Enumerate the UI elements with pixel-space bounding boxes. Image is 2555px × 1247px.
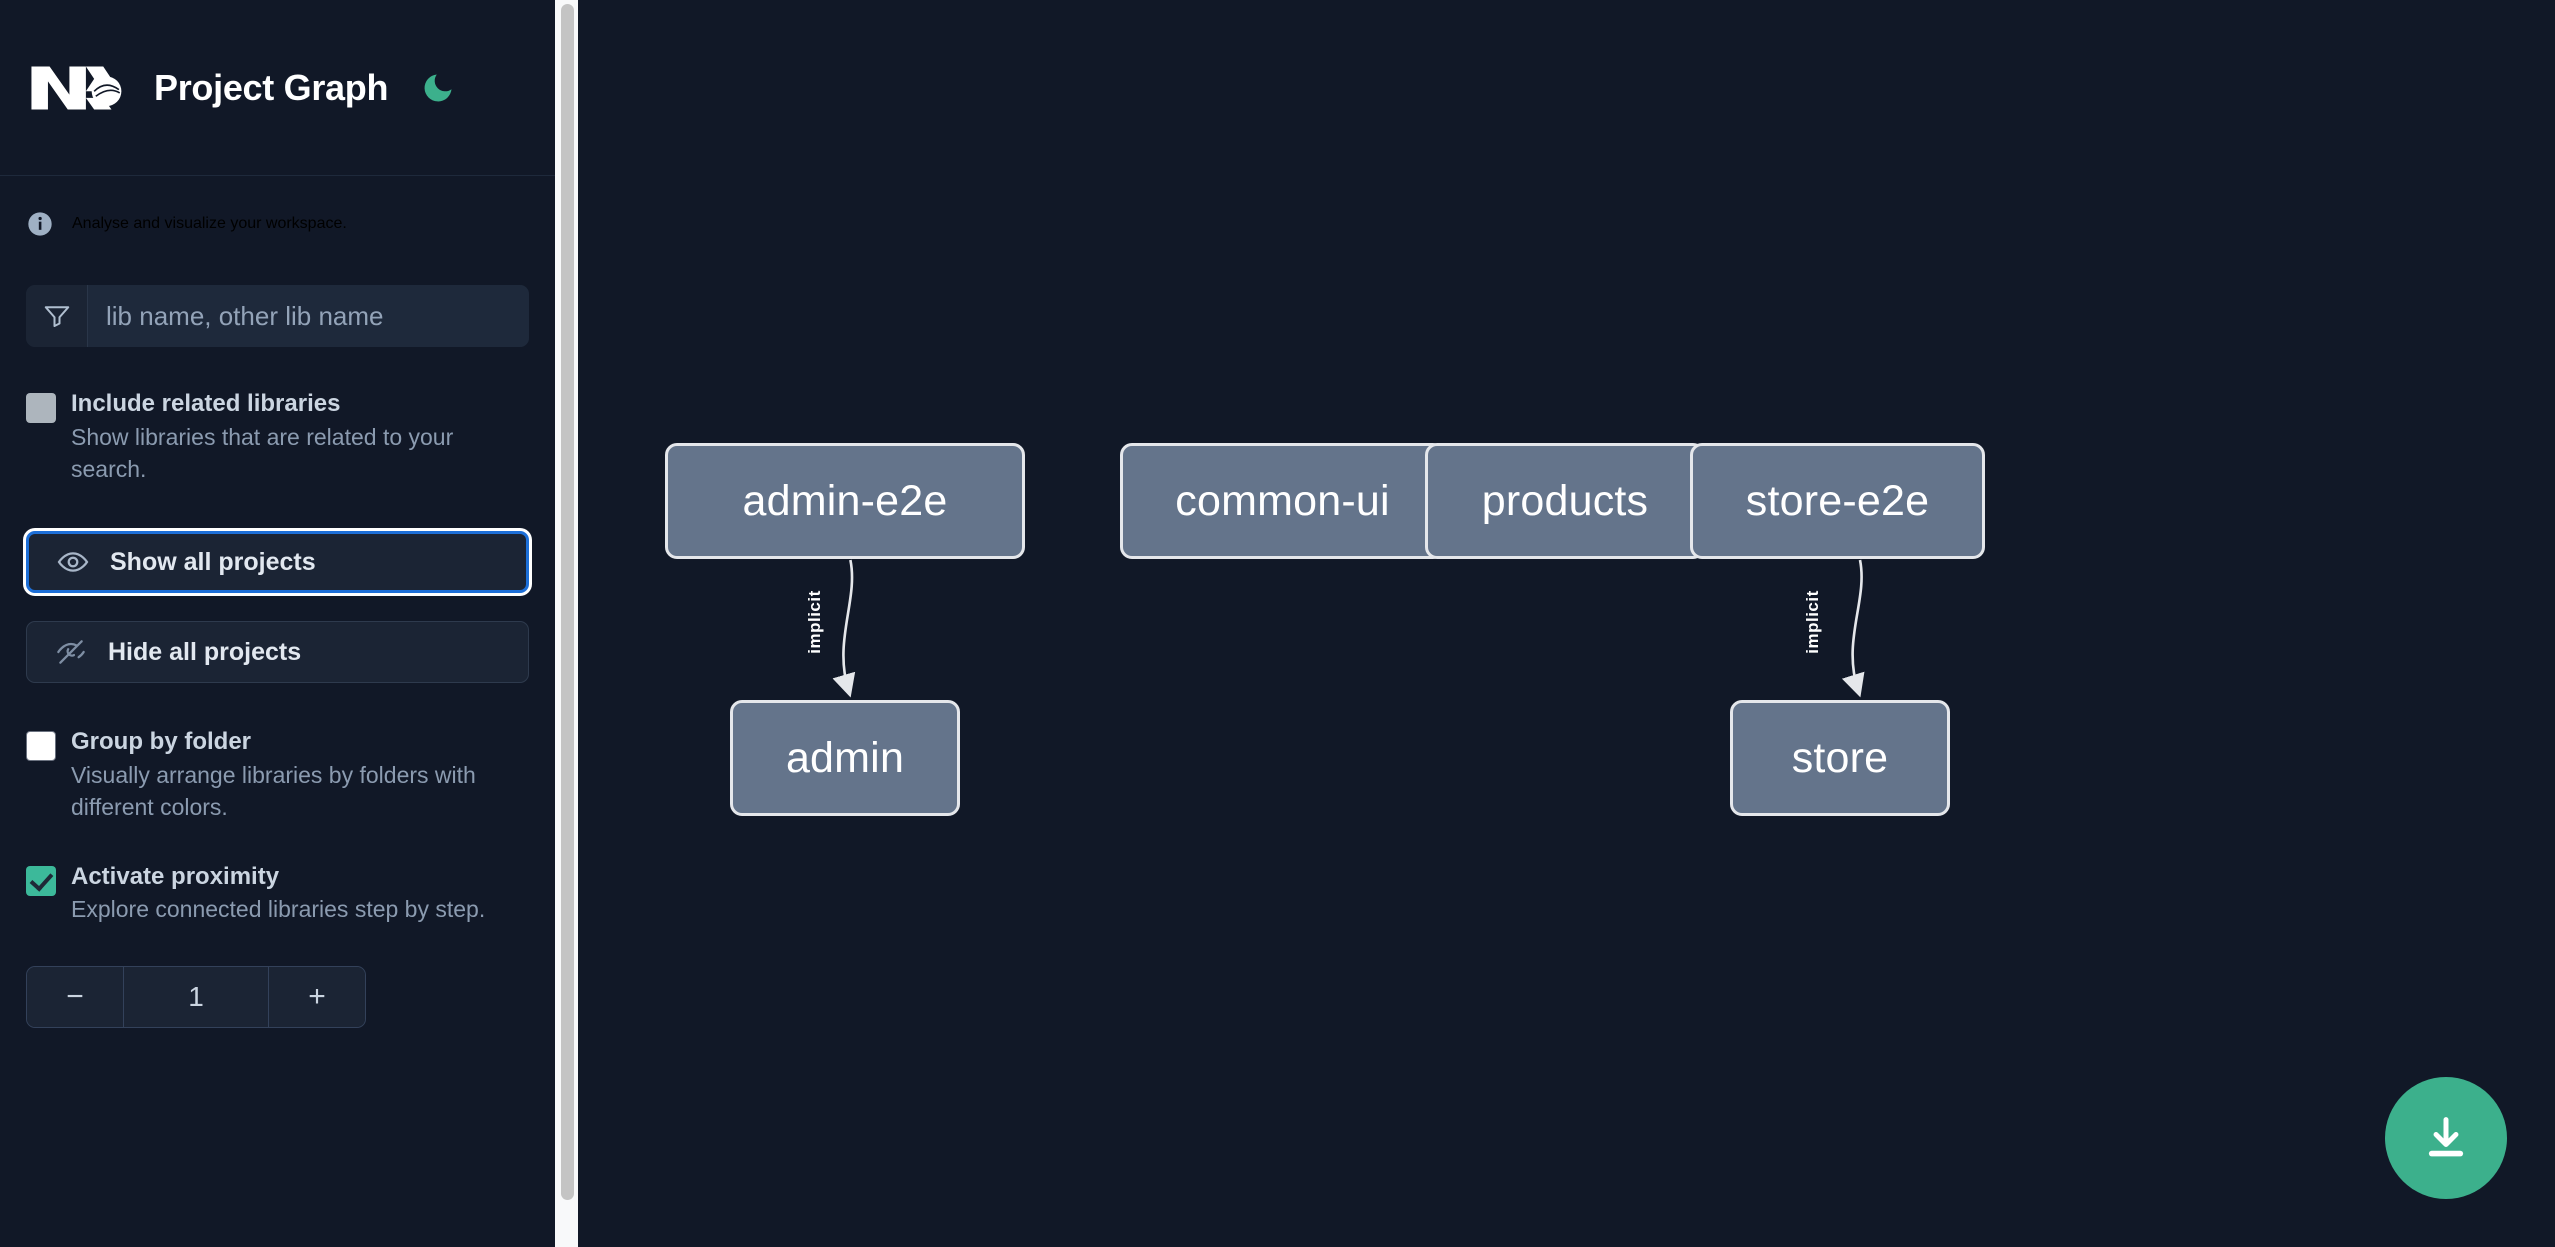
include-related-libraries-checkbox[interactable] bbox=[26, 393, 56, 423]
graph-node-admin-e2e[interactable]: admin-e2e bbox=[665, 443, 1025, 559]
download-graph-button[interactable] bbox=[2385, 1077, 2507, 1199]
show-all-projects-button[interactable]: Show all projects bbox=[26, 531, 529, 594]
option-group-by-folder[interactable]: Group by folder Visually arrange librari… bbox=[0, 725, 555, 823]
option-include-related-libraries[interactable]: Include related libraries Show libraries… bbox=[0, 387, 555, 485]
option-label: Activate proximity bbox=[71, 862, 280, 890]
group-by-folder-checkbox[interactable] bbox=[26, 731, 56, 762]
graph-node-admin[interactable]: admin bbox=[730, 700, 960, 816]
proximity-stepper: − 1 + bbox=[26, 966, 366, 1029]
show-all-projects-label: Show all projects bbox=[110, 547, 316, 576]
option-description: Show libraries that are related to your … bbox=[71, 423, 454, 482]
sidebar-header: Project Graph bbox=[0, 0, 555, 176]
proximity-increment-button[interactable]: + bbox=[268, 967, 365, 1028]
graph-node-products[interactable]: products bbox=[1425, 443, 1705, 559]
eye-off-icon bbox=[54, 635, 88, 669]
option-label: Include related libraries bbox=[71, 390, 341, 417]
option-description: Explore connected libraries step by step… bbox=[71, 896, 486, 923]
subtitle-text: Analyse and visualize your workspace. bbox=[72, 215, 347, 232]
edge-label-admin: implicit bbox=[804, 590, 824, 654]
page-title: Project Graph bbox=[154, 66, 389, 108]
option-label: Group by folder bbox=[71, 728, 251, 756]
option-activate-proximity[interactable]: Activate proximity Explore connected lib… bbox=[0, 860, 555, 927]
option-description: Visually arrange libraries by folders wi… bbox=[71, 762, 476, 820]
graph-node-store[interactable]: store bbox=[1730, 700, 1950, 816]
eye-icon bbox=[56, 545, 90, 579]
sidebar: Project Graph Analyse and visualize your… bbox=[0, 0, 555, 1247]
edge-label-store: implicit bbox=[1802, 590, 1822, 654]
info-icon bbox=[26, 210, 54, 238]
moon-icon[interactable] bbox=[418, 68, 458, 108]
graph-node-store-e2e[interactable]: store-e2e bbox=[1690, 443, 1985, 559]
graph-edges bbox=[832, 559, 1865, 698]
activate-proximity-checkbox[interactable] bbox=[26, 865, 56, 896]
proximity-value[interactable]: 1 bbox=[124, 967, 268, 1028]
graph-node-common-ui[interactable]: common-ui bbox=[1120, 443, 1445, 559]
search-input[interactable] bbox=[88, 285, 529, 347]
sidebar-scrollbar[interactable] bbox=[555, 0, 578, 1247]
proximity-decrement-button[interactable]: − bbox=[27, 967, 124, 1028]
filter-icon bbox=[26, 285, 88, 347]
sidebar-scrollbar-thumb[interactable] bbox=[561, 4, 574, 1200]
workspace-subtitle: Analyse and visualize your workspace. bbox=[0, 176, 555, 238]
download-icon bbox=[2428, 1117, 2464, 1157]
hide-all-projects-button[interactable]: Hide all projects bbox=[26, 621, 529, 684]
search-bar bbox=[26, 285, 529, 347]
nx-logo-icon bbox=[26, 55, 126, 121]
hide-all-projects-label: Hide all projects bbox=[108, 637, 302, 666]
